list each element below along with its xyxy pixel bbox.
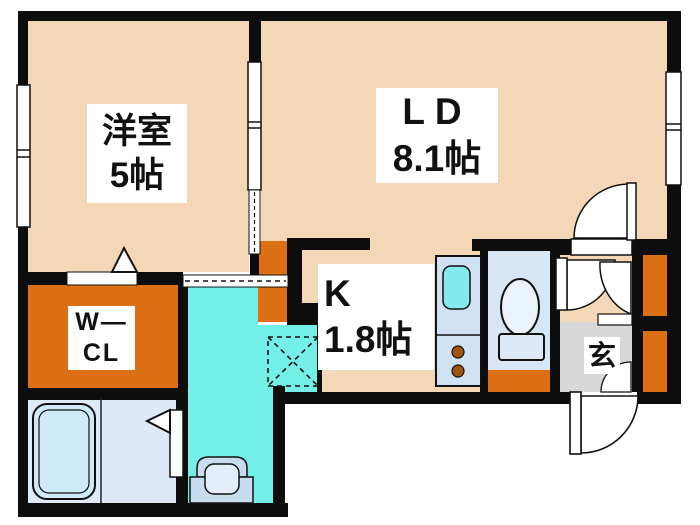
wall-toilet-right [550,239,560,392]
wall-washroom-right [273,386,285,517]
fixtures [32,255,545,504]
orange-pillar-lower [258,287,288,322]
window-east [665,71,682,186]
room-name: 玄 [587,340,616,371]
toilet [498,278,545,361]
window-partition [247,61,262,255]
bathroom-door [144,408,184,478]
wcl-door [66,245,139,286]
wall-bottom-right-b [637,392,681,404]
room-name: K [324,272,351,314]
orange-pillar-upper [258,241,287,275]
wall-toilet-top [472,239,560,251]
washbasin [189,456,254,504]
wall-bottom-left [18,503,288,517]
walls [18,11,681,517]
door-swing-arc [573,183,629,239]
room-size: 5帖 [109,155,165,195]
wall-bottom-right-a [285,392,571,404]
room-name: W― [75,307,128,336]
wall-wcl-right [178,285,188,400]
washroom-sliding-door [182,274,289,288]
door-leaf [626,182,637,241]
label-kitchen: K 1.8帖 [318,264,434,370]
door-leaf [555,257,568,311]
wall-room-divider-top [249,21,261,62]
entrance-door [569,361,639,455]
wall-right-top [667,11,681,72]
kitchen-sink [442,265,471,310]
wall-right-main [667,185,681,404]
room-size: 1.8帖 [324,319,413,360]
wall-top [18,11,681,21]
door-swing-triangle [144,408,171,435]
wall-kitchen-left [287,238,302,308]
wall-bathroom-top [18,388,188,400]
hall-closet-door [597,261,633,326]
ld-door [570,182,637,256]
door-swing-arc-inner [600,361,632,393]
wall-room-divider-bottom [250,254,259,276]
door-swing-arc-outer [580,395,639,454]
orange-pillar-right-b [643,331,667,392]
room-name-2: CL [82,339,121,367]
label-living-dining: LD 8.1帖 [376,88,498,183]
wall-nook-right [632,239,643,392]
wall-ld-kitchen [287,238,370,250]
room-name: 洋室 [101,111,172,151]
label-western-room: 洋室 5帖 [87,104,187,203]
room-size: 8.1帖 [392,137,482,179]
bathtub [32,403,96,500]
kitchen-counter [435,255,482,387]
toilet-room-base [488,370,550,392]
windows [16,61,682,255]
room-name: LD [402,91,472,133]
door-leaf [569,391,582,455]
wall-left [18,11,28,517]
door-swing-triangle [110,245,139,273]
wall-ld-door-right [632,239,668,255]
stove-burner [451,345,465,359]
window-west [16,84,31,228]
label-entrance: 玄 [584,337,620,374]
orange-pillar-right-a [643,255,667,316]
label-walk-in-closet: W― CL [68,306,135,370]
wall-right-stub [643,316,681,331]
stove-burner [451,364,465,378]
wall-kitchen-corner [287,303,322,325]
genkan-step [597,313,633,326]
wall-toilet-left [480,239,488,392]
wall-ld-door-left [560,239,571,255]
doors [66,182,639,478]
